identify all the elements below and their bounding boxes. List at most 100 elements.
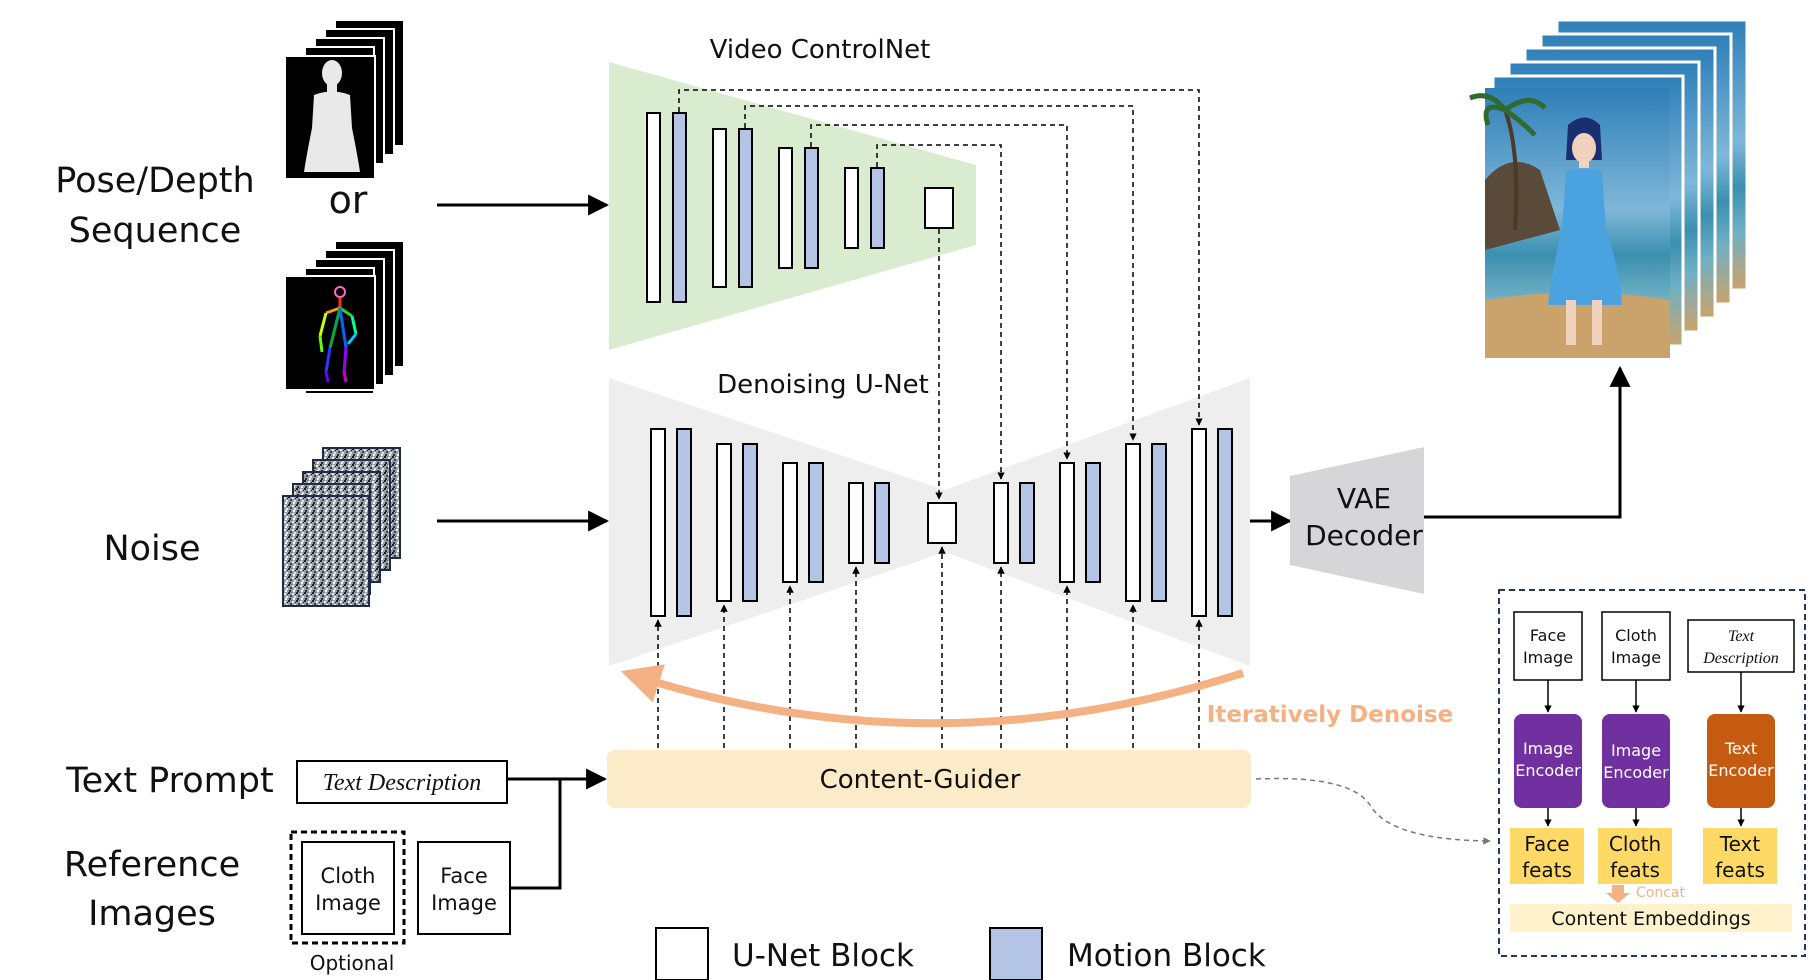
detail-cloth-image-line1: Cloth [1615, 626, 1657, 645]
detail-cloth-feats [1598, 828, 1672, 884]
pose-sequence-stack [284, 240, 405, 395]
detail-cloth-image-encoder-line1: Image [1611, 741, 1661, 760]
controlnet-skip-connections [678, 89, 1203, 500]
controlnet-blocks [646, 112, 954, 303]
pose-skeleton [318, 286, 358, 383]
unet-block [782, 462, 798, 583]
controlnet-title: Video ControlNet [710, 35, 931, 65]
detail-face-image-encoder-line2: Encoder [1515, 761, 1581, 780]
output-video-stack [1469, 18, 1749, 358]
content-guider-label: Content-Guider [820, 765, 1021, 795]
detail-face-image-encoder-line1: Image [1523, 739, 1573, 758]
motion-block [1151, 443, 1167, 602]
unet-title: Denoising U-Net [717, 370, 929, 400]
pose-depth-label-line2: Sequence [69, 211, 242, 251]
legend-unet-swatch [655, 927, 709, 980]
motion-block [672, 112, 687, 303]
unet-block [927, 502, 957, 544]
text-description-label: Text Description [323, 770, 481, 796]
unet-block [778, 147, 793, 269]
face-image-label-line1: Face [440, 864, 488, 888]
reference-images-line1: Reference [64, 845, 240, 885]
cloth-image-label-line1: Cloth [321, 864, 376, 888]
motion-block [870, 167, 885, 249]
content-guider-box [607, 750, 1251, 808]
vae-label-line2: Decoder [1305, 519, 1423, 552]
depth-sequence-stack [284, 19, 405, 180]
or-label: or [329, 178, 368, 222]
motion-block [1217, 428, 1233, 617]
unet-block [1059, 462, 1075, 583]
noise-label: Noise [103, 529, 200, 569]
unet-block [650, 428, 666, 617]
detail-face-image-line2: Image [1523, 648, 1573, 667]
detail-cloth-feats-line1: Cloth [1609, 832, 1661, 856]
cloth-image-box [301, 841, 395, 935]
detail-face-feats-line1: Face [1524, 832, 1569, 856]
unet-block [646, 112, 661, 303]
detail-text-encoder-line2: Encoder [1708, 761, 1774, 780]
motion-block [1085, 462, 1101, 583]
detail-text-description-line1: Text [1728, 628, 1755, 645]
motion-block [676, 428, 692, 617]
iterative-denoise-arrow [620, 664, 1245, 728]
detail-text-encoder-line1: Text [1724, 739, 1757, 758]
detail-face-feats-line2: feats [1522, 858, 1572, 882]
unet-block [844, 167, 859, 249]
legend-unet-label: U-Net Block [732, 938, 914, 974]
reference-images-line2: Images [88, 894, 216, 934]
unet-block [716, 443, 732, 602]
detail-face-image-encoder [1514, 714, 1582, 808]
iterative-denoise-label: Iteratively Denoise [1207, 702, 1453, 728]
motion-block [738, 128, 753, 288]
detail-text-encoder [1707, 714, 1775, 808]
detail-text-feats-line2: feats [1715, 858, 1765, 882]
detail-content-embeddings [1510, 904, 1792, 932]
optional-label: Optional [310, 951, 395, 975]
motion-block [874, 482, 890, 564]
vae-label-line1: VAE [1337, 482, 1391, 515]
detail-text-description-line2: Description [1702, 650, 1779, 667]
face-image-box [417, 841, 511, 935]
detail-cloth-image-encoder [1602, 714, 1670, 808]
unet-block [924, 187, 954, 229]
motion-block [1019, 482, 1035, 564]
pose-depth-label-line1: Pose/Depth [55, 161, 254, 201]
concat-arrow [1606, 885, 1630, 903]
motion-block [804, 147, 819, 269]
text-description-box [296, 760, 508, 804]
noise-stack [282, 447, 401, 607]
detail-cloth-feats-line2: feats [1610, 858, 1660, 882]
detail-text-description-box [1687, 619, 1795, 673]
unet-block [993, 482, 1009, 564]
detail-text-feats [1703, 828, 1777, 884]
guider-to-detail-connector [1255, 777, 1491, 845]
face-to-guider-line [510, 779, 562, 890]
cloth-image-label-line2: Image [315, 891, 381, 915]
output-person [1548, 117, 1622, 345]
unet-block [712, 128, 727, 288]
detail-face-feats [1510, 828, 1584, 884]
concat-label: Concat [1636, 885, 1685, 901]
detail-cloth-image-line2: Image [1611, 648, 1661, 667]
detail-face-image-box [1513, 611, 1583, 681]
detail-text-feats-line1: Text [1719, 832, 1761, 856]
detail-cloth-image-box [1601, 611, 1671, 681]
optional-dashed-frame [289, 830, 406, 945]
face-image-label-line2: Image [431, 891, 497, 915]
detail-cloth-image-encoder-line2: Encoder [1603, 763, 1669, 782]
motion-block [742, 443, 758, 602]
detail-content-embeddings-label: Content Embeddings [1551, 908, 1750, 930]
text-prompt-label: Text Prompt [65, 761, 273, 801]
unet-block [1191, 428, 1207, 617]
unet-block [1125, 443, 1141, 602]
unet-blocks [650, 428, 1233, 617]
vae-to-output-arrow [1424, 365, 1631, 519]
unet-block [848, 482, 864, 564]
motion-block [808, 462, 824, 583]
legend-motion-swatch [989, 927, 1043, 980]
legend-motion-label: Motion Block [1067, 938, 1266, 974]
depth-silhouette [304, 60, 360, 172]
